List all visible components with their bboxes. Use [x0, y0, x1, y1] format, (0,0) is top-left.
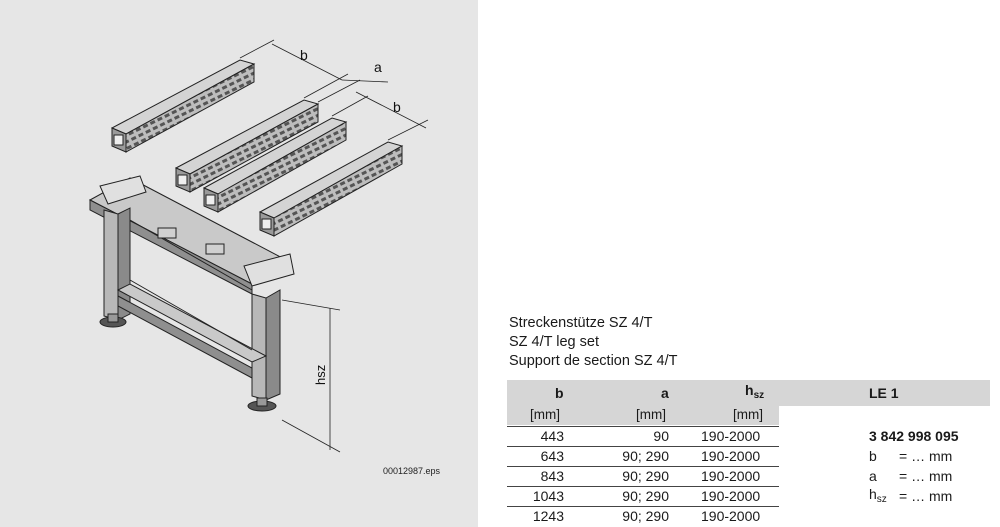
cell-h: 190-2000	[701, 468, 761, 484]
cell-b: 1243	[532, 508, 564, 524]
cell-b: 443	[540, 428, 564, 444]
figure-reference: 00012987.eps	[383, 466, 441, 476]
cell-b: 1043	[532, 488, 564, 504]
cell-b: 643	[540, 448, 564, 464]
title-german: Streckenstütze SZ 4/T	[509, 315, 653, 331]
cell-h: 190-2000	[701, 488, 761, 504]
order-h-value: = … mm	[899, 488, 953, 504]
spec-table: b a hsz LE 1 [mm] [mm] [mm] 443 90 190-2…	[507, 380, 990, 527]
header-a: a	[661, 385, 669, 401]
row-rule	[507, 506, 779, 507]
unit-a: [mm]	[636, 407, 666, 422]
profile-middle-2	[202, 117, 348, 213]
order-a-value: = … mm	[899, 468, 953, 484]
cell-h: 190-2000	[701, 448, 761, 464]
cell-a: 90; 290	[622, 488, 669, 504]
order-b-symbol: b	[869, 448, 877, 464]
header-le1: LE 1	[869, 385, 899, 401]
dimension-lines	[239, 39, 429, 453]
row-rule	[507, 446, 779, 447]
cell-a: 90; 290	[622, 468, 669, 484]
dim-label-b-right: b	[393, 99, 401, 115]
unit-h: [mm]	[733, 407, 763, 422]
row-rule	[507, 486, 779, 487]
order-b-value: = … mm	[899, 448, 953, 464]
part-number: 3 842 998 095	[869, 428, 959, 444]
dim-label-hsz: hsz	[313, 365, 328, 385]
order-h-symbol: hsz	[869, 486, 887, 505]
header-b: b	[555, 385, 564, 401]
leg-frame	[88, 175, 295, 412]
order-a-symbol: a	[869, 468, 877, 484]
dim-label-b-top: b	[300, 47, 308, 63]
cell-a: 90	[653, 428, 669, 444]
profile-left	[110, 59, 256, 153]
cell-b: 843	[540, 468, 564, 484]
figure-panel: b a b hsz 00012987.eps	[0, 0, 478, 527]
cell-a: 90; 290	[622, 448, 669, 464]
unit-b: [mm]	[530, 407, 560, 422]
table-units-row	[507, 406, 779, 425]
cell-h: 190-2000	[701, 508, 761, 524]
title-french: Support de section SZ 4/T	[509, 353, 678, 369]
header-hsz: hsz	[745, 382, 765, 401]
row-rule	[507, 466, 779, 467]
profile-middle-1	[174, 99, 320, 193]
row-rule	[507, 426, 779, 427]
dim-label-a: a	[374, 59, 382, 75]
cell-a: 90; 290	[622, 508, 669, 524]
table-header	[507, 380, 990, 406]
cell-h: 190-2000	[701, 428, 761, 444]
title-english: SZ 4/T leg set	[509, 334, 599, 350]
leg-set-drawing: b a b hsz	[88, 39, 429, 453]
profile-right	[258, 141, 404, 237]
